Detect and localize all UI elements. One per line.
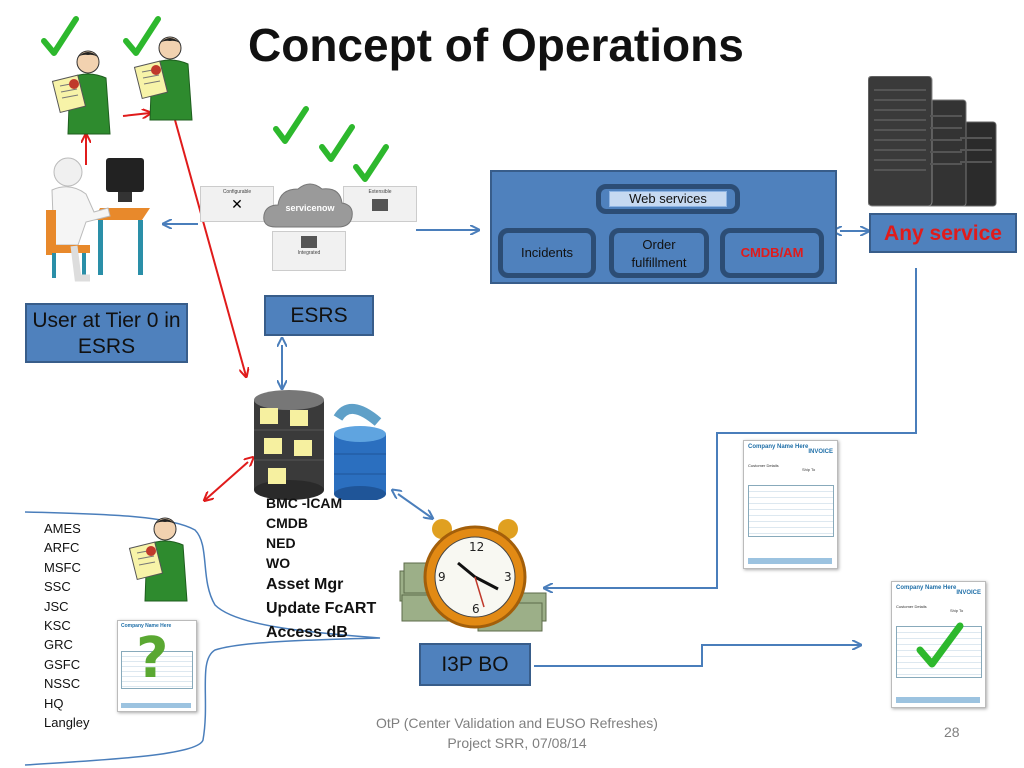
invoice-bill-to: Customer Details [896,604,927,609]
center-item: GRC [44,637,73,653]
invoice-company: Company Name Here [748,444,809,450]
i3p-bo-label: I3P BO [419,643,531,686]
arrow-db-clock [398,494,432,518]
svg-text:9: 9 [438,570,446,584]
db-item: Asset Mgr [266,576,344,593]
order-fulfillment-pill: Order fulfillment [609,228,709,278]
svg-text:12: 12 [469,540,484,554]
center-item: Langley [44,715,90,731]
db-item: BMC -ICAM [266,495,343,511]
invoice-company: Company Name Here [896,585,957,591]
check-icon [353,144,389,182]
check-icon [916,622,964,668]
centers-list: AMES ARFC MSFC SSC JSC KSC GRC GSFC NSSC… [44,519,90,732]
configurable-panel: Configurable ✕ [200,186,274,222]
svg-text:3: 3 [504,570,512,584]
invoice-company: Company Name Here [121,623,172,629]
server-rack-icon [868,76,997,207]
invoice-document-approved: Company Name Here INVOICE Customer Detai… [891,581,986,708]
web-services-header: Web services [609,191,727,207]
center-item: KSC [44,618,71,634]
check-icon [319,124,355,162]
database-icon [254,390,386,500]
invoice-heading: INVOICE [956,590,981,596]
person-with-clipboard-icon [128,517,188,602]
db-item: Update FcART [266,600,377,617]
integrated-label: Integrated [297,250,321,256]
db-item: Access dB [266,624,348,641]
footer: OtP (Center Validation and EUSO Refreshe… [352,713,682,753]
footer-line-1: OtP (Center Validation and EUSO Refreshe… [376,715,658,731]
check-icon [123,16,161,56]
user-at-computer-icon [46,157,150,282]
center-item: ARFC [44,540,80,556]
invoice-footer-bar [896,697,980,703]
integrated-panel: Integrated [272,231,346,271]
center-item: SSC [44,579,71,595]
center-item: JSC [44,598,69,614]
blocks-icon [372,199,388,211]
check-icon [41,16,79,56]
cloud-icon [263,183,353,228]
servicenow-graphic: Configurable ✕ Extensible servicenow Int… [200,183,417,273]
invoice-footer-bar [748,558,832,564]
invoice-ship-to: Ship To [802,467,816,472]
db-item: NED [266,535,296,551]
web-services-header-pill: Web services [596,184,740,214]
invoice-table [121,651,193,689]
tier0-user-label: User at Tier 0 in ESRS [25,303,188,363]
invoice-ship-to: Ship To [950,608,964,613]
server-cloud-icon [301,236,317,248]
footer-line-2: Project SRR, 07/08/14 [447,735,587,751]
svg-text:6: 6 [472,602,480,616]
invoice-heading: INVOICE [808,449,833,455]
centers-bracket [24,511,381,766]
extensible-label: Extensible [368,189,392,195]
center-item: AMES [44,521,81,536]
incidents-pill: Incidents [498,228,596,278]
servicenow-logo: servicenow [285,203,335,213]
esrs-label: ESRS [264,295,374,336]
invoice-bill-to: Customer Details [748,463,779,468]
configurable-label: Configurable [222,189,252,195]
arrow-person-to-person [122,113,150,116]
center-item: NSSC [44,676,81,692]
web-services-panel: Web services Incidents Order fulfillment… [490,170,837,284]
center-item: MSFC [44,559,81,575]
database-list: BMC -ICAM CMDB NED WO Asset Mgr Update F… [266,493,376,645]
any-service-label: Any service [869,213,1017,253]
center-item: HQ [44,695,64,711]
invoice-table [748,485,834,537]
person-with-clipboard-icon [133,36,193,121]
slide-title: Concept of Operations [248,19,744,71]
arrow-person-to-db [174,119,246,376]
center-item: GSFC [44,656,81,672]
tools-icon: ✕ [231,196,243,212]
check-icon [273,106,309,144]
page-number: 28 [944,724,960,740]
invoice-document-unknown: Company Name Here ? [117,620,197,712]
cmdb-am-pill: CMDB/AM [720,228,824,278]
arrow-i3p-to-invoice [534,645,860,667]
db-item: WO [266,555,291,571]
arrow-db-to-centers [205,462,248,500]
arrow-anyservice-to-clock [545,268,917,588]
question-mark-icon: ? [136,626,169,691]
extensible-panel: Extensible [343,186,417,222]
invoice-document: Company Name Here INVOICE Customer Detai… [743,440,838,569]
invoice-footer-bar [121,703,191,708]
clock-money-icon: 12 9 3 6 [399,519,547,632]
db-item: CMDB [266,515,308,531]
person-with-clipboard-icon [51,50,111,135]
